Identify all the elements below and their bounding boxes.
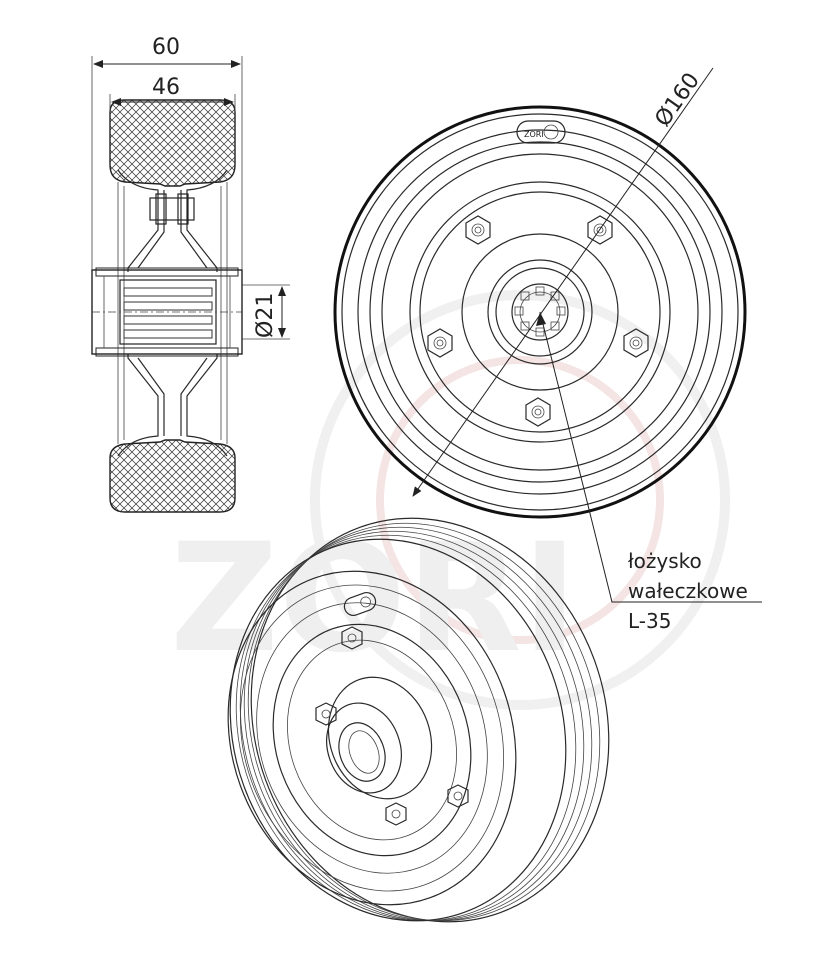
iso-nuts	[315, 626, 469, 826]
side-section-view: 60 46 Ø21	[91, 35, 290, 513]
isometric-view	[227, 517, 610, 923]
bearing-note-line2: wałeczkowe	[628, 579, 748, 603]
dimension-wheel-diameter: Ø160	[650, 69, 704, 132]
dimension-bore-diameter: Ø21	[253, 293, 278, 338]
valve-label-slot: ZORI	[516, 120, 566, 144]
front-view: ZORI Ø160	[333, 67, 762, 603]
bearing-note: łożysko wałeczkowe L-35	[628, 549, 748, 633]
hub-label: ZORI	[524, 130, 544, 139]
watermark-text: ZORI	[170, 512, 578, 686]
dimension-overall-width: 60	[152, 35, 180, 60]
dimension-tread-width: 46	[152, 75, 180, 100]
bearing-rollers	[514, 286, 566, 337]
hex-nuts	[427, 215, 649, 427]
bearing-note-line3: L-35	[628, 609, 671, 633]
bearing-note-line1: łożysko	[628, 549, 702, 573]
